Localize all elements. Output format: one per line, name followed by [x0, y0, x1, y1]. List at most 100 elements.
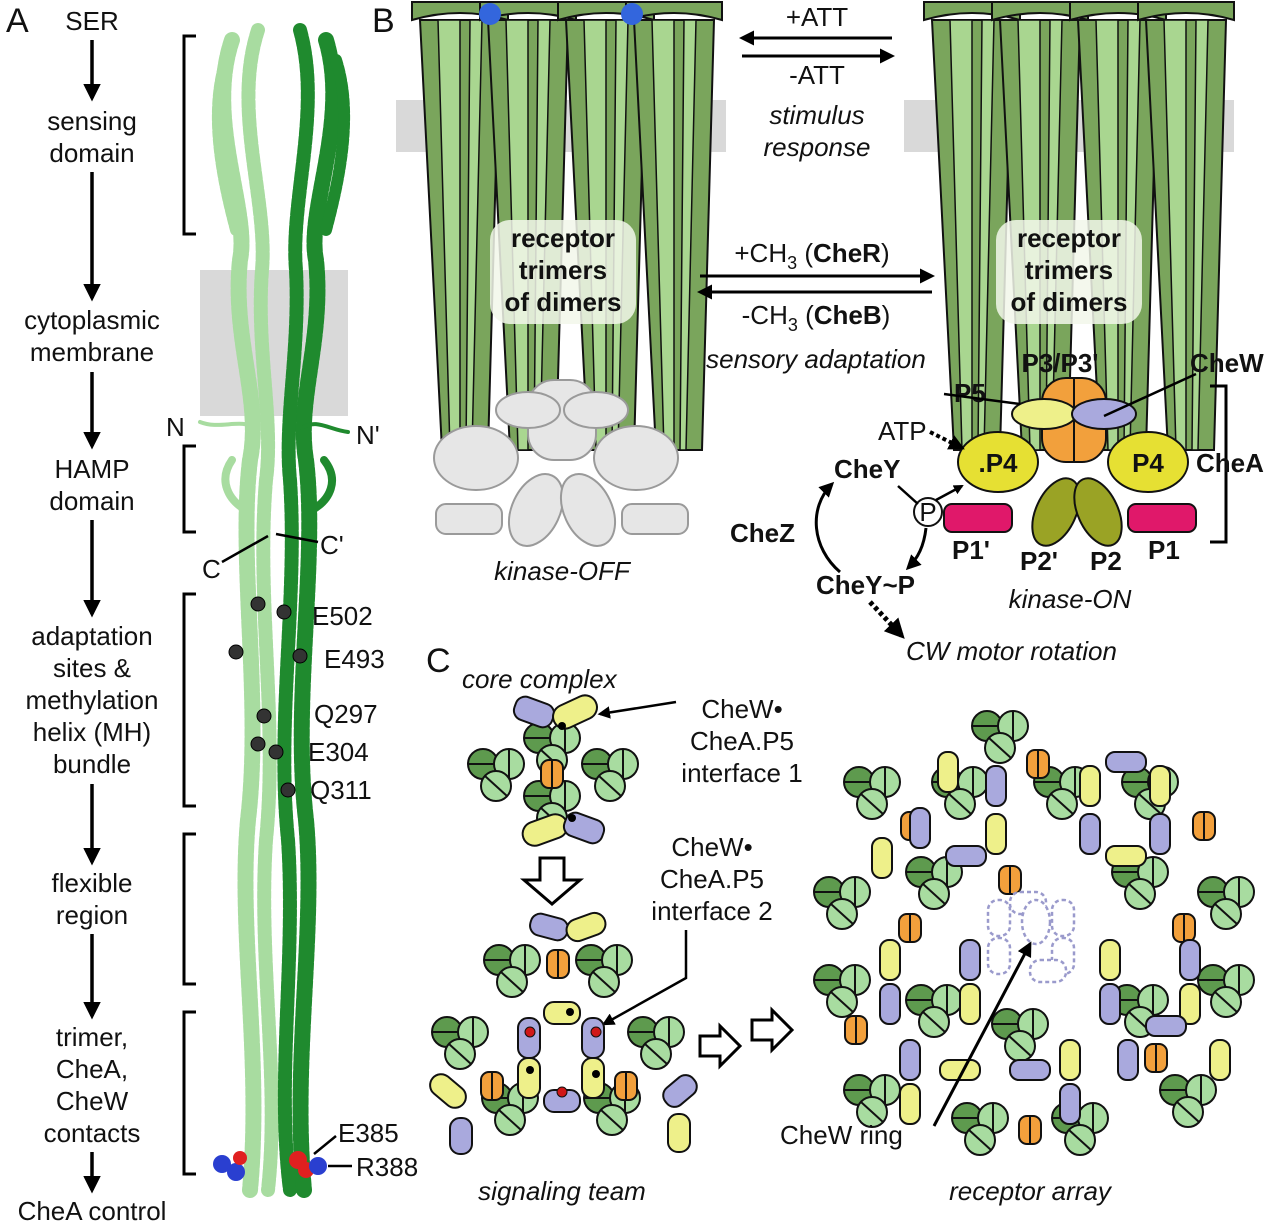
bracket-sensing: [182, 34, 196, 236]
ring-black-dot-1: [566, 1008, 574, 1016]
ring-b-3: [1105, 845, 1147, 867]
array-p3-5: [898, 913, 922, 943]
p1-prime-label: P1': [952, 535, 990, 565]
p-transfer-arrow: [935, 484, 964, 502]
chew-ring-outline: [986, 890, 1076, 984]
kinase-off-complex: [433, 379, 689, 547]
on-p2-prime: [1031, 477, 1081, 547]
receptor-array: [813, 710, 1255, 1156]
att-off-label: -ATT: [789, 60, 845, 90]
residue-q311: Q311: [310, 775, 372, 805]
core-p5-top: [552, 694, 598, 730]
interface1-line-1: CheW•: [701, 694, 782, 724]
on-p1: [1127, 503, 1197, 533]
ring-f-3: [1145, 1015, 1187, 1037]
array-cluster-6: [813, 876, 871, 930]
team-cluster-1: [483, 944, 541, 998]
c-prime-pointer: [275, 532, 319, 544]
chew-ring-seg-4: [1028, 958, 1068, 984]
p2-prime-label: P2': [1020, 546, 1058, 576]
interface2-arrow: [601, 930, 688, 1026]
cheyp-label: CheY~P: [816, 570, 915, 600]
array-cluster-1: [971, 710, 1029, 764]
p4-label: P4: [1132, 448, 1164, 478]
step-adapt-3: methylation: [26, 685, 159, 715]
interface2-line-3: interface 2: [651, 896, 772, 926]
core-p3: [540, 759, 564, 789]
team-p3-3: [614, 1071, 638, 1101]
chew-ring-seg-6: [986, 898, 1012, 938]
step-sensing-1: sensing: [47, 106, 137, 136]
ring-a-1: [937, 751, 959, 793]
ring-e-2: [899, 1083, 921, 1125]
ring-c-1: [879, 939, 901, 981]
chew-ring-center: [1020, 898, 1052, 946]
core-complex-label: core complex: [462, 664, 618, 694]
on-p2: [1073, 477, 1123, 547]
site-sphere-4: [292, 648, 308, 664]
signaling-team-label: signaling team: [478, 1176, 646, 1206]
methylation-sites: [228, 596, 308, 798]
receptor-on-line-2: trimers: [1025, 255, 1113, 285]
receptor-off-line-2: trimers: [519, 255, 607, 285]
residue-e502: E502: [312, 601, 373, 631]
step-contacts-4: contacts: [44, 1118, 141, 1148]
on-p4-left: [957, 431, 1039, 493]
step-adapt-4: helix (MH): [33, 717, 151, 747]
ring-e-6: [1059, 1083, 1081, 1125]
chew-ring-arrow: [932, 941, 1032, 1127]
array-cluster-2: [843, 766, 901, 820]
site-sphere-7: [268, 744, 284, 760]
array-cluster-12: [905, 984, 963, 1038]
team-chew-left: [449, 1117, 473, 1155]
array-cluster-17: [951, 1102, 1009, 1156]
team-p5-right: [667, 1113, 691, 1153]
chew-ring-label: CheW ring: [780, 1120, 903, 1150]
ring-b-6: [1105, 751, 1147, 773]
receptor-off-line-3: of dimers: [504, 287, 621, 317]
helix-dark-1: [277, 23, 315, 1197]
ring-d-3: [1179, 939, 1201, 981]
off-p4-left: [433, 425, 519, 491]
site-sphere-1: [250, 596, 266, 612]
chew-ring-seg-2: [1050, 898, 1076, 938]
array-p3-9: [1018, 1115, 1042, 1145]
step-flex-1: flexible: [52, 868, 133, 898]
att-on-label: +ATT: [786, 2, 848, 32]
off-p5-right: [563, 391, 629, 429]
receptor-dimer-structure: [198, 23, 351, 1198]
interface1-line-2: CheA.P5: [690, 726, 794, 756]
panel-a-membrane: [200, 270, 348, 416]
array-p3-3: [1192, 811, 1216, 841]
basic-sphere-3: [309, 1157, 327, 1175]
residue-q297: Q297: [314, 699, 378, 729]
core-to-team-arrow: [519, 856, 585, 906]
core-chew-top: [512, 695, 556, 729]
receptor-array-label: receptor array: [949, 1176, 1113, 1206]
step-sensing-2: domain: [49, 138, 134, 168]
ring-seg-1: [543, 1001, 581, 1025]
bracket-hamp: [182, 444, 196, 534]
receptor-label-on: receptor trimers of dimers: [996, 220, 1142, 324]
atp-label: ATP: [878, 416, 927, 446]
terminus-n-prime: N': [356, 420, 380, 450]
chey-to-p-line: [897, 485, 919, 505]
step-chea-control: CheA control: [18, 1196, 167, 1226]
kinase-on-complex: [913, 377, 1197, 547]
p4-dot-label: .P4: [978, 448, 1018, 478]
core-cluster-left: [467, 748, 525, 802]
site-sphere-8: [280, 782, 296, 798]
ligand-2: [621, 3, 643, 25]
bracket-contacts: [182, 1010, 196, 1176]
phosphate-circle: [913, 497, 943, 527]
team-p3-2: [480, 1071, 504, 1101]
ring-c-4: [959, 983, 981, 1025]
interface2-line-1: CheW•: [671, 832, 752, 862]
receptor-array-off: [411, 1, 723, 451]
c-pointer: [221, 534, 269, 564]
array-p3-8: [1144, 1043, 1168, 1073]
step-ser: SER: [65, 6, 118, 36]
step-hamp-1: HAMP: [54, 454, 129, 484]
methyl-remove-label: -CH3 (CheB): [742, 300, 891, 335]
sensing-dark-helix: [320, 54, 351, 236]
